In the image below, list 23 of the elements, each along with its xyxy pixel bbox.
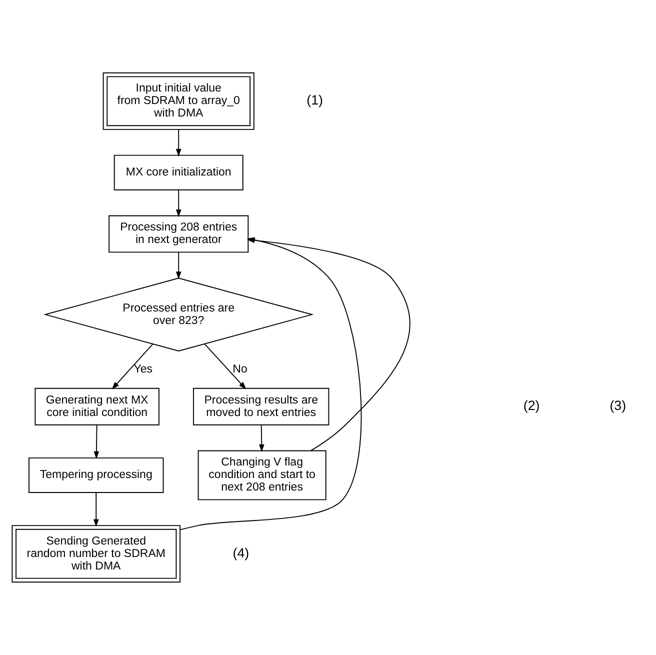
label: (3) — [610, 398, 626, 414]
arrow — [94, 424, 100, 459]
label: (1) — [306, 92, 324, 108]
node-box: Input initial value from SDRAM to array_0 with DMA — [102, 72, 254, 130]
edge-label: No — [232, 364, 248, 376]
arrow — [204, 344, 246, 390]
arrow — [176, 190, 182, 218]
label: (4) — [232, 545, 250, 560]
node-box: Generating next MX core initial condition — [34, 388, 160, 426]
node-box: Changing V flag condition and start to next 208 entries — [198, 450, 326, 500]
node-box: Processing 208 entries in next generator — [108, 215, 249, 253]
edge-label: Yes — [134, 364, 152, 376]
arrow — [258, 424, 264, 452]
node-box: Sending Generated random number to SDRAM with DMA — [12, 525, 181, 583]
node-box: MX core initialization — [114, 154, 244, 190]
arrow — [93, 492, 99, 527]
arrow — [176, 252, 182, 280]
arrow — [176, 129, 182, 157]
node-box: Tempering processing — [28, 457, 164, 493]
node-box: Processing results are moved to next entries — [193, 388, 330, 426]
node-diamond: Processed entries are over 823? — [43, 278, 314, 352]
label: (2) — [523, 398, 540, 414]
arrow — [112, 344, 154, 390]
